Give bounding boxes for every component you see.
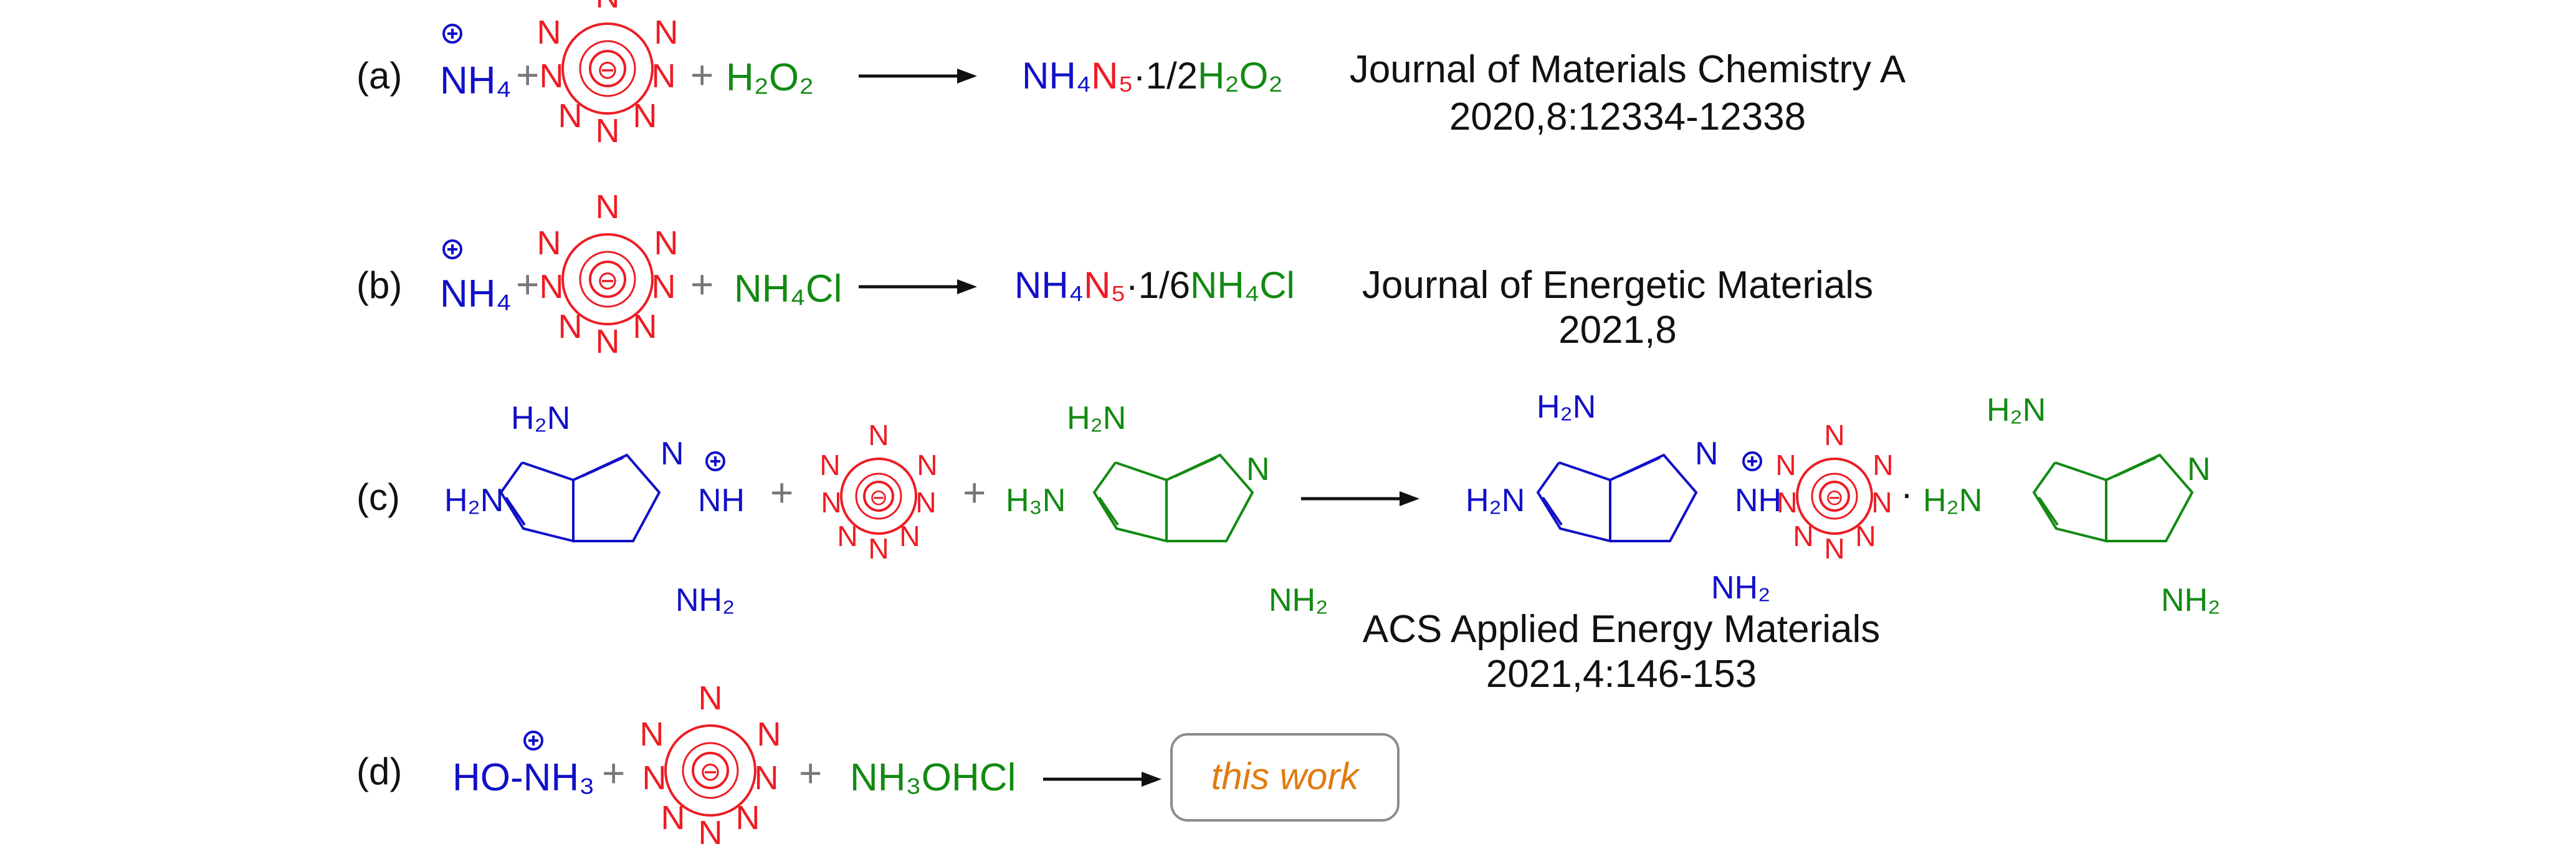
arrow-icon [1043,772,1162,787]
plus-sign: + [690,52,713,97]
this-work-box [1170,733,1400,822]
row-a-journal: Journal of Materials Chemistry A [1350,48,1906,91]
row-a-cation: NH₄ [440,59,512,102]
row-b-cation: NH₄ [440,272,512,315]
plus-sign: + [602,751,625,795]
plus-sign: + [516,52,539,97]
svg-text:H₂N: H₂N [444,482,503,519]
svg-text:NH: NH [698,482,745,519]
charge-plus-icon [442,24,462,44]
row-c-citation: 2021,4:146-153 [1486,653,1757,696]
row-b-journal: Journal of Energetic Materials [1362,264,1873,307]
svg-text:N: N [2187,451,2211,487]
plus-sign: + [690,262,713,307]
svg-text:NH₂: NH₂ [1269,582,1328,618]
triazole-neutral: H₂N H₃N N NH₂ [1006,400,1328,618]
row-b-co-component: NH₄Cl [734,267,842,310]
product-neutral: H₂N H₂N N NH₂ [1923,392,2220,618]
this-work-label: this work [1211,756,1361,797]
plus-sign: + [963,470,986,515]
row-b: (b) NH₄ + + NH₄Cl NH₄N₅·1/6NH₄Cl Journal… [356,187,1873,362]
svg-text:N: N [1695,436,1719,472]
svg-text:NH₂: NH₂ [2161,582,2220,618]
pentazolate-ring [818,418,939,566]
svg-text:NH: NH [1735,482,1782,519]
charge-plus-icon [705,451,725,471]
row-b-citation: 2021,8 [1558,309,1677,352]
plus-sign: + [799,751,822,795]
pentazolate-ring [1774,418,1895,566]
triazole-cation: H₂N H₂N N NH NH₂ [444,400,745,618]
dot-separator: · [1901,473,1913,514]
svg-text:N: N [661,436,684,472]
row-a: (a) NH₄ + + H₂O₂ NH₄N₅·1/2H₂O₂ Journal o… [356,0,1906,151]
charge-plus-icon [442,239,462,259]
svg-text:NH₂: NH₂ [675,582,735,618]
svg-text:H₂N: H₂N [1923,482,1982,519]
row-c: (c) H₂N H₂N N NH NH₂ + + H₂N H₃N N NH₂ H… [356,389,2220,696]
row-d-label: (d) [356,751,402,792]
pentazolate-ring [638,678,783,853]
row-c-label: (c) [356,476,400,518]
pentazolate-ring [535,0,680,151]
svg-text:N: N [1246,451,1270,487]
row-c-journal: ACS Applied Energy Materials [1363,608,1881,651]
svg-text:H₂N: H₂N [1067,400,1126,436]
row-a-co-component: H₂O₂ [726,56,814,99]
row-b-label: (b) [356,264,402,306]
arrow-icon [1301,491,1419,506]
svg-text:H₂N: H₂N [1987,392,2046,428]
arrow-icon [859,69,977,84]
pentazolate-ring [535,187,680,362]
arrow-icon [859,279,977,294]
row-a-label: (a) [356,55,402,97]
plus-sign: + [516,262,539,307]
row-b-product: NH₄N₅·1/6NH₄Cl [1014,264,1295,306]
plus-sign: + [770,470,793,515]
row-d: (d) HO-NH₃ + + NH₃OHCl this work [356,678,1400,853]
svg-text:H₃N: H₃N [1006,482,1066,519]
charge-plus-icon [523,731,543,751]
product-cation: H₂N H₂N N NH NH₂ [1466,389,1782,606]
svg-text:H₂N: H₂N [511,400,570,436]
charge-plus-icon [1742,451,1762,471]
svg-text:NH₂: NH₂ [1711,570,1770,606]
svg-text:H₂N: H₂N [1537,389,1596,425]
svg-text:H₂N: H₂N [1466,482,1525,519]
row-d-co-component: NH₃OHCl [850,756,1016,799]
row-d-cation: HO-NH₃ [452,756,594,799]
row-a-citation: 2020,8:12334-12338 [1449,95,1806,138]
row-a-product: NH₄N₅·1/2H₂O₂ [1022,55,1283,97]
